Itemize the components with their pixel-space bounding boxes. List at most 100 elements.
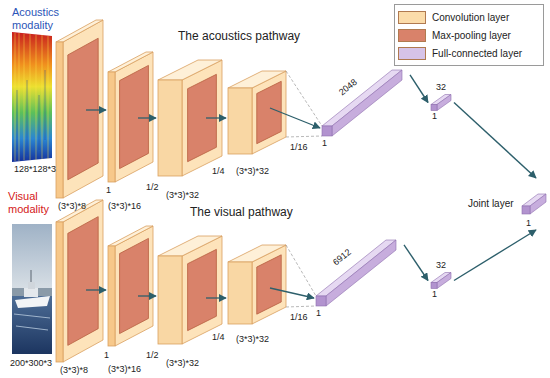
conv-block bbox=[56, 20, 103, 42]
ship-photo bbox=[14, 314, 50, 330]
projection-line bbox=[286, 71, 322, 126]
connector-arrow bbox=[410, 75, 428, 103]
fc-bar-side bbox=[437, 273, 451, 289]
legend-swatch bbox=[398, 11, 426, 24]
layer-label: 1 bbox=[106, 185, 111, 195]
conv-block bbox=[68, 217, 98, 346]
spectrogram-image bbox=[38, 95, 39, 150]
layer-label: Acoustics modality bbox=[12, 6, 70, 31]
legend-row: Max-pooling layer bbox=[398, 26, 543, 44]
layer-label: (3*3)*16 bbox=[108, 201, 141, 211]
fc-layer: 69121 bbox=[312, 226, 404, 320]
ship-photo bbox=[12, 224, 52, 296]
fc-layer: 321 bbox=[428, 260, 454, 301]
flow-arrow bbox=[138, 295, 156, 296]
conv-block bbox=[228, 262, 252, 324]
flow-arrow bbox=[206, 117, 226, 118]
layer-label: 1/4 bbox=[212, 166, 225, 176]
spectrogram-image bbox=[19, 33, 20, 161]
conv-block bbox=[108, 246, 115, 346]
fc-layer-shape bbox=[312, 226, 404, 320]
layer-label: 1 bbox=[104, 350, 109, 360]
layer-depth: 1 bbox=[526, 218, 531, 228]
layer-label: The acoustics pathway bbox=[178, 30, 300, 44]
conv-block bbox=[257, 255, 281, 314]
conv-block bbox=[68, 38, 98, 180]
layer-label: 1/16 bbox=[290, 312, 308, 322]
spectrogram-image bbox=[42, 35, 43, 159]
layer-label: 1/4 bbox=[212, 332, 225, 342]
legend-box: Convolution layerMax-pooling layerFull-c… bbox=[394, 4, 544, 66]
projection-line bbox=[286, 306, 316, 307]
layer-label: 1/2 bbox=[146, 182, 159, 192]
layer-size: 32 bbox=[436, 82, 446, 92]
layer-label: 1/16 bbox=[290, 142, 308, 152]
legend-row: Convolution layer bbox=[398, 8, 543, 26]
layer-size: Joint layer bbox=[468, 198, 514, 210]
conv-block bbox=[115, 226, 153, 346]
ship-photo bbox=[24, 288, 38, 297]
layer-depth: 1 bbox=[316, 308, 321, 318]
flow-arrow bbox=[270, 288, 314, 298]
fc-bar-end bbox=[322, 126, 332, 136]
layer-depth: 1 bbox=[432, 111, 437, 121]
layer-label: 128*128*3 bbox=[14, 164, 56, 174]
projection-line bbox=[286, 245, 316, 296]
conv-block bbox=[228, 245, 286, 324]
ship-photo bbox=[12, 296, 52, 354]
fc-layer: 2048 1 bbox=[318, 56, 410, 150]
connector-arrow bbox=[404, 245, 428, 281]
fc-layer: Joint layer 1 bbox=[468, 178, 548, 230]
connector-arrow bbox=[454, 103, 536, 179]
layer-label: 200*300*3 bbox=[10, 358, 52, 368]
conv-block bbox=[68, 38, 98, 180]
layer-label: (3*3)*16 bbox=[108, 364, 141, 374]
legend-text: Max-pooling layer bbox=[432, 30, 511, 41]
fc-bar-end bbox=[431, 283, 437, 289]
conv-block bbox=[188, 249, 217, 330]
flow-arrow bbox=[206, 297, 226, 298]
ship-photo bbox=[31, 270, 32, 282]
conv-block bbox=[115, 52, 153, 182]
conv-block bbox=[257, 81, 281, 143]
projection-line bbox=[286, 136, 322, 137]
conv-block bbox=[228, 71, 286, 154]
projection-line bbox=[286, 71, 322, 307]
conv-block bbox=[257, 255, 281, 314]
legend-text: Full-connected layer bbox=[432, 48, 522, 59]
spectrogram-image bbox=[26, 80, 27, 155]
spectrogram-image bbox=[15, 33, 16, 161]
fc-bar-top bbox=[322, 70, 402, 126]
conv-block bbox=[120, 238, 149, 333]
layer-size: 2048 bbox=[337, 77, 359, 98]
layer-label: (3*3)*32 bbox=[236, 166, 269, 176]
ship-photo bbox=[28, 282, 35, 289]
fc-bar-top bbox=[316, 240, 396, 296]
connector-arrow bbox=[454, 230, 536, 281]
spectrogram-image bbox=[48, 36, 49, 159]
layer-label: Visual modality bbox=[8, 190, 66, 215]
spectrogram-image bbox=[44, 70, 45, 140]
conv-block bbox=[120, 65, 149, 168]
conv-block bbox=[158, 236, 222, 344]
spectrogram-image bbox=[36, 35, 37, 160]
ship-photo bbox=[12, 224, 52, 354]
layer-size: 32 bbox=[436, 260, 446, 270]
fc-layer: 32 1 bbox=[428, 82, 454, 123]
conv-block bbox=[63, 200, 103, 362]
flow-arrow bbox=[86, 108, 320, 298]
fc-bar-end bbox=[316, 296, 326, 306]
spectrogram-image bbox=[16, 90, 17, 150]
layer-label: (3*3)*8 bbox=[58, 201, 86, 211]
spectrogram-image bbox=[15, 33, 48, 161]
ship-photo bbox=[12, 288, 52, 296]
flow-arrow bbox=[138, 117, 156, 118]
conv-block bbox=[56, 200, 103, 362]
layer-depth: 1 bbox=[322, 138, 327, 148]
fc-bar-end bbox=[522, 206, 530, 214]
fc-layer-shape bbox=[318, 56, 410, 150]
conv-block bbox=[108, 226, 153, 346]
layer-label: 1/2 bbox=[146, 350, 159, 360]
conv-block bbox=[257, 81, 281, 143]
